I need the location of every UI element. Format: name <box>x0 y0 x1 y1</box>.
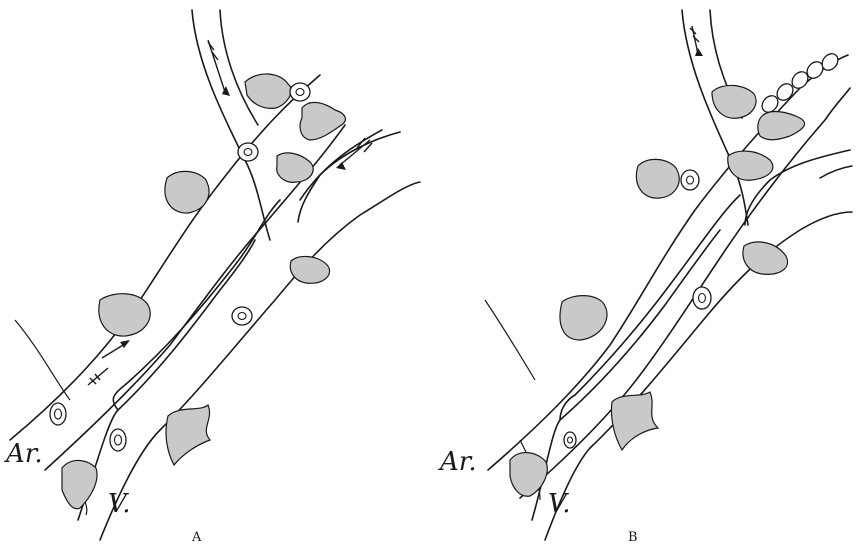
flow-arrow-up <box>102 340 130 358</box>
vein-label: V. <box>108 489 131 519</box>
artery-label: Ar. <box>438 447 477 477</box>
leukocyte <box>165 171 209 213</box>
leukocyte <box>758 112 805 140</box>
leukocyte <box>636 159 679 198</box>
flow-arrow-down <box>690 26 703 56</box>
nucleus <box>681 170 699 190</box>
leukocyte <box>99 294 150 336</box>
nucleus <box>232 307 252 325</box>
vein-branch-wall <box>298 132 400 222</box>
nucleus <box>238 143 258 161</box>
panel-b: Ar. V. B <box>438 10 852 545</box>
vein-branch-inner <box>820 166 852 178</box>
upper-vessel-right-wall <box>220 10 258 125</box>
panel-a: Ar. V. A <box>4 10 420 545</box>
red-cell-column <box>759 51 841 116</box>
vein-right-wall <box>545 212 852 540</box>
leukocyte <box>62 460 97 508</box>
nucleus <box>693 287 711 309</box>
tissue-line-left <box>15 320 70 400</box>
artery-upper-wall <box>10 75 320 440</box>
leukocyte <box>166 405 210 465</box>
panel-caption: B <box>628 530 638 545</box>
leukocyte <box>510 453 547 497</box>
leukocyte <box>712 85 756 118</box>
leukocyte <box>728 151 773 180</box>
leukocyte <box>245 74 291 108</box>
nucleus <box>110 429 126 451</box>
panel-caption: A <box>191 530 202 545</box>
leukocyte <box>560 296 607 340</box>
nucleus <box>50 403 66 425</box>
leukocyte <box>290 256 329 283</box>
nucleus <box>564 432 576 448</box>
nucleus <box>290 83 310 101</box>
vein-left-wall <box>532 230 720 520</box>
artery-label: Ar. <box>4 439 43 469</box>
flow-arrow-feathered <box>88 368 108 385</box>
vein-left-wall <box>78 240 255 520</box>
leukocyte <box>277 153 313 182</box>
vein-label: V. <box>548 489 571 519</box>
leukocyte <box>611 392 658 450</box>
tissue-line-left <box>485 300 535 380</box>
flow-arrow-right-downleft <box>336 138 372 170</box>
vein-right-wall <box>100 182 420 540</box>
